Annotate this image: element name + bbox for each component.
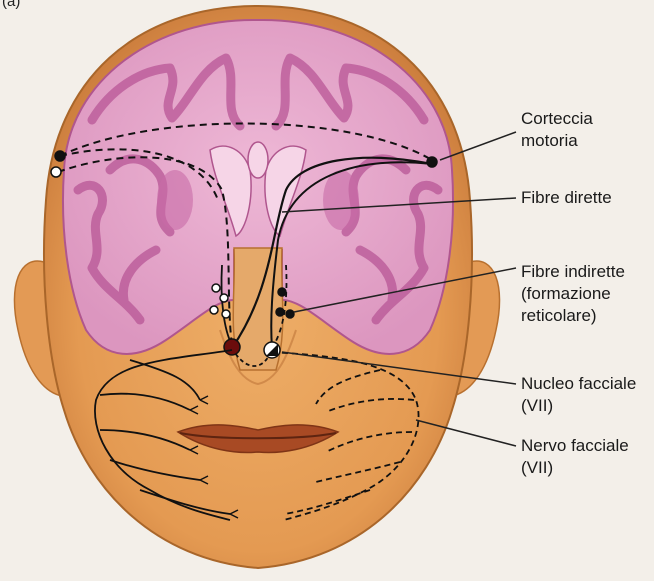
label-fibre-indirette: Fibre indirette (formazione reticolare) — [521, 261, 625, 327]
label-nucleo-facciale: Nucleo facciale (VII) — [521, 373, 636, 417]
label-corteccia-motoria: Corteccia motoria — [521, 108, 593, 152]
label-nervo-facciale: Nervo facciale (VII) — [521, 435, 629, 479]
label-fibre-dirette: Fibre dirette — [521, 187, 612, 209]
panel-label: (a) — [2, 0, 20, 10]
